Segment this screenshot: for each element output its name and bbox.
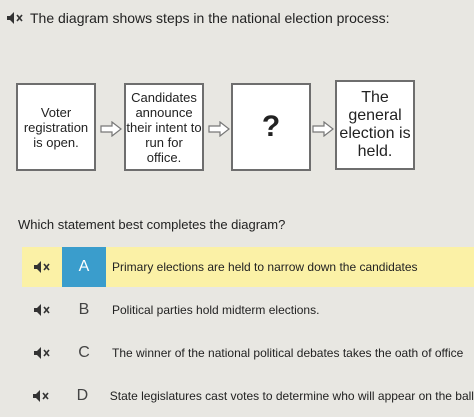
question-text: Which statement best completes the diagr… xyxy=(18,217,286,232)
choice-c[interactable]: C The winner of the national political d… xyxy=(22,333,474,373)
speaker-mute-icon[interactable] xyxy=(22,389,61,403)
speaker-mute-icon[interactable] xyxy=(22,303,62,317)
step-box-1: Voter registration is open. xyxy=(16,83,96,171)
step-box-4: The general election is held. xyxy=(335,80,415,170)
choice-d[interactable]: D State legislatures cast votes to deter… xyxy=(22,376,474,416)
speaker-mute-icon[interactable] xyxy=(6,11,24,25)
step-text-1: Voter registration is open. xyxy=(23,104,89,150)
right-arrow-icon xyxy=(312,121,334,137)
step-text-2: Candidates announce their intent to run … xyxy=(126,89,202,165)
prompt-row: The diagram shows steps in the national … xyxy=(6,10,390,26)
choice-text: The winner of the national political deb… xyxy=(112,346,464,360)
right-arrow-icon xyxy=(208,121,230,137)
unknown-step-mark: ? xyxy=(261,110,281,143)
choice-letter: C xyxy=(78,344,90,361)
choice-text: State legislatures cast votes to determi… xyxy=(109,389,474,403)
election-diagram: Voter registration is open. Candidates a… xyxy=(0,0,474,200)
step-text-4: The general election is held. xyxy=(339,89,411,160)
choice-letter: A xyxy=(62,247,106,287)
choice-text: Political parties hold midterm elections… xyxy=(112,303,320,317)
choice-a[interactable]: A Primary elections are held to narrow d… xyxy=(22,247,474,287)
right-arrow-icon xyxy=(100,121,122,137)
prompt-text: The diagram shows steps in the national … xyxy=(30,10,390,26)
speaker-mute-icon[interactable] xyxy=(22,346,62,360)
choice-letter: B xyxy=(78,301,90,318)
choice-letter: D xyxy=(76,387,89,404)
speaker-mute-icon[interactable] xyxy=(22,260,62,274)
step-box-2: Candidates announce their intent to run … xyxy=(124,83,204,171)
step-box-3: ? xyxy=(231,83,311,171)
choice-text: Primary elections are held to narrow dow… xyxy=(112,260,418,274)
choice-b[interactable]: B Political parties hold midterm electio… xyxy=(22,290,474,330)
